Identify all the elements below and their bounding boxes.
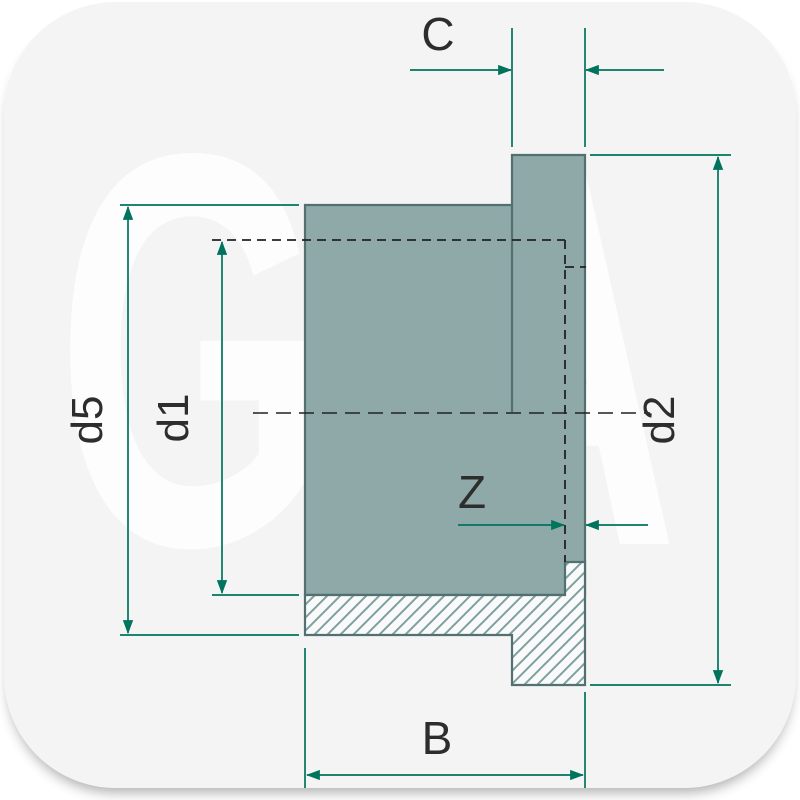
dim-label-z: Z bbox=[457, 466, 487, 518]
dim-d1 bbox=[212, 240, 299, 596]
dim-label-b: B bbox=[421, 712, 453, 764]
dim-label-d1: d1 bbox=[149, 393, 198, 443]
dim-label-c: C bbox=[421, 8, 455, 60]
dim-d5 bbox=[120, 204, 299, 636]
dim-label-d2: d2 bbox=[635, 395, 684, 445]
dim-c bbox=[410, 28, 664, 147]
dim-b bbox=[304, 648, 586, 788]
section-hatch bbox=[303, 560, 587, 687]
fitting-body bbox=[303, 153, 587, 597]
dim-d2 bbox=[590, 154, 731, 686]
dim-label-d5: d5 bbox=[63, 395, 112, 445]
